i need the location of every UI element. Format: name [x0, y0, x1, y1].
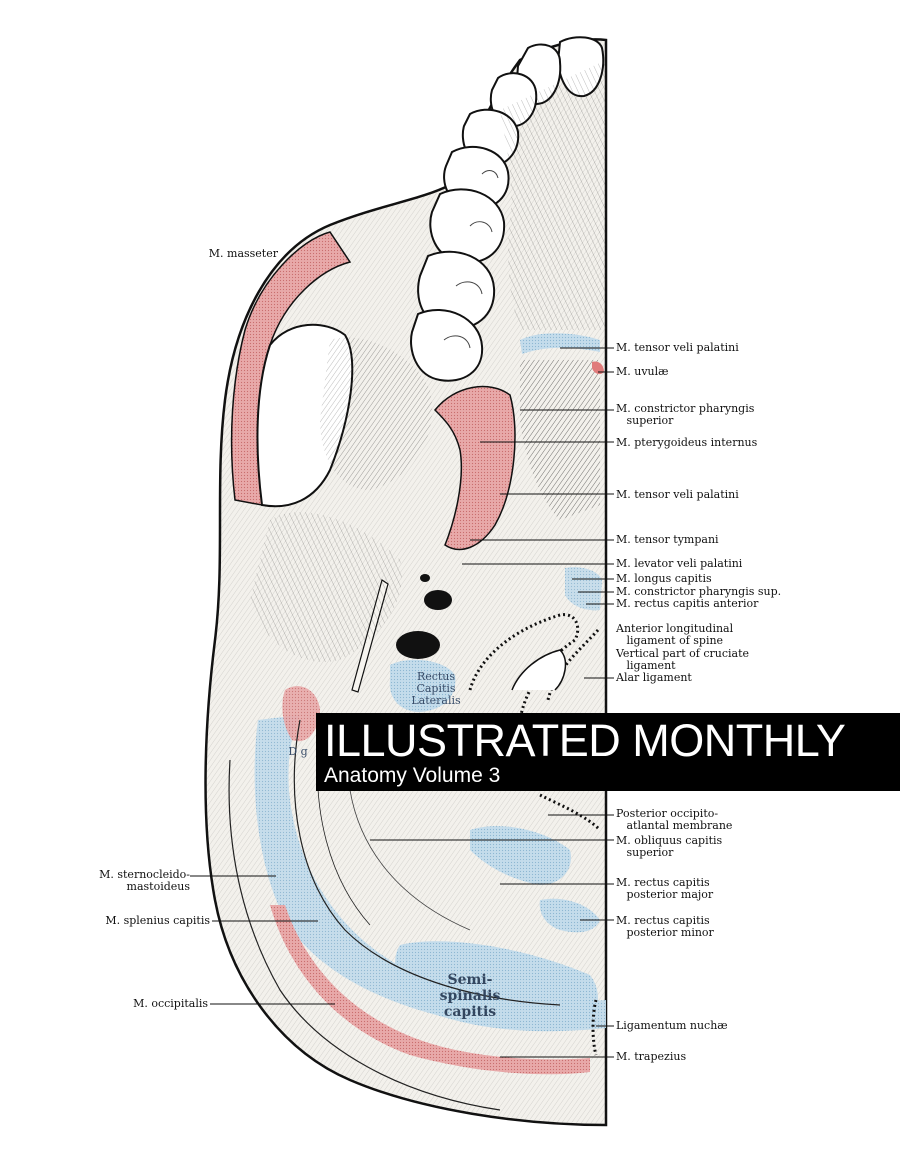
label-semispinalis-capitis: Semi- spinalis capitis — [439, 972, 501, 1020]
label-rectus-capitis-posterior-minor: M. rectus capitis posterior minor — [616, 914, 714, 939]
rectus-lateralis-blue — [389, 659, 456, 712]
longus-blue — [565, 567, 602, 611]
label-alar-ligament: Alar ligament — [616, 671, 692, 684]
label-pterygoideus-internus: M. pterygoideus internus — [616, 436, 758, 449]
rectus-minor-blue — [539, 898, 600, 933]
label-longus-capitis: M. longus capitis — [616, 572, 712, 585]
label-digastric: D g — [288, 745, 308, 758]
label-splenius-capitis: M. splenius capitis — [105, 914, 210, 927]
posterior-membrane-dots — [539, 793, 602, 832]
label-anterior-longitudinal-ligament: Anterior longitudinal ligament of spine — [616, 622, 734, 647]
teeth — [410, 36, 605, 382]
label-uvulae: M. uvulæ — [616, 365, 669, 378]
label-constrictor-pharyngis-superior: M. constrictor pharyngis superior — [616, 402, 755, 427]
label-ligamentum-nuchae: Ligamentum nuchæ — [616, 1019, 728, 1032]
label-trapezius: M. trapezius — [616, 1050, 687, 1063]
label-obliquus-capitis-superior: M. obliquus capitis superior — [616, 834, 723, 859]
label-tensor-veli-palatini-1: M. tensor veli palatini — [616, 341, 739, 354]
label-tensor-veli-palatini-2: M. tensor veli palatini — [616, 488, 739, 501]
trapezius-red — [270, 905, 590, 1075]
foramen-jugular — [424, 590, 452, 610]
label-rectus-capitis-lateralis: Rectus Capitis Lateralis — [411, 670, 461, 707]
leader-lines — [190, 347, 614, 1058]
label-rectus-capitis-posterior-major: M. rectus capitis posterior major — [616, 876, 714, 901]
label-posterior-occipito-atlantal: Posterior occipito- atlantal membrane — [616, 807, 733, 832]
banner-title: ILLUSTRATED MONTHLY — [324, 715, 846, 766]
masseter-red — [230, 231, 352, 506]
label-sternocleidomastoideus: M. sternocleido- mastoideus — [99, 868, 190, 893]
label-levator-veli-palatini: M. levator veli palatini — [616, 557, 743, 570]
obliquus-blue — [470, 826, 571, 885]
hard-palate — [500, 60, 606, 330]
title-banner: ILLUSTRATED MONTHLY Anatomy Volume 3 — [316, 713, 900, 791]
tensor-blue — [520, 333, 600, 354]
digastric-red — [282, 686, 320, 742]
banner-subtitle: Anatomy Volume 3 — [324, 764, 501, 787]
pterygoid-fossa — [520, 360, 600, 520]
label-tensor-tympani: M. tensor tympani — [616, 533, 719, 546]
uvula-red — [592, 361, 604, 375]
label-constrictor-pharyngis-sup: M. constrictor pharyngis sup. — [616, 585, 782, 598]
label-rectus-capitis-anterior: M. rectus capitis anterior — [616, 597, 759, 610]
occipital-blue — [254, 715, 606, 1031]
semispinalis-blue — [395, 941, 598, 1032]
label-occipitalis: M. occipitalis — [133, 997, 208, 1010]
label-cruciate-ligament: Vertical part of cruciate ligament — [616, 647, 750, 672]
foramen-magnum-left — [396, 631, 440, 659]
label-masseter: M. masseter — [208, 247, 278, 260]
